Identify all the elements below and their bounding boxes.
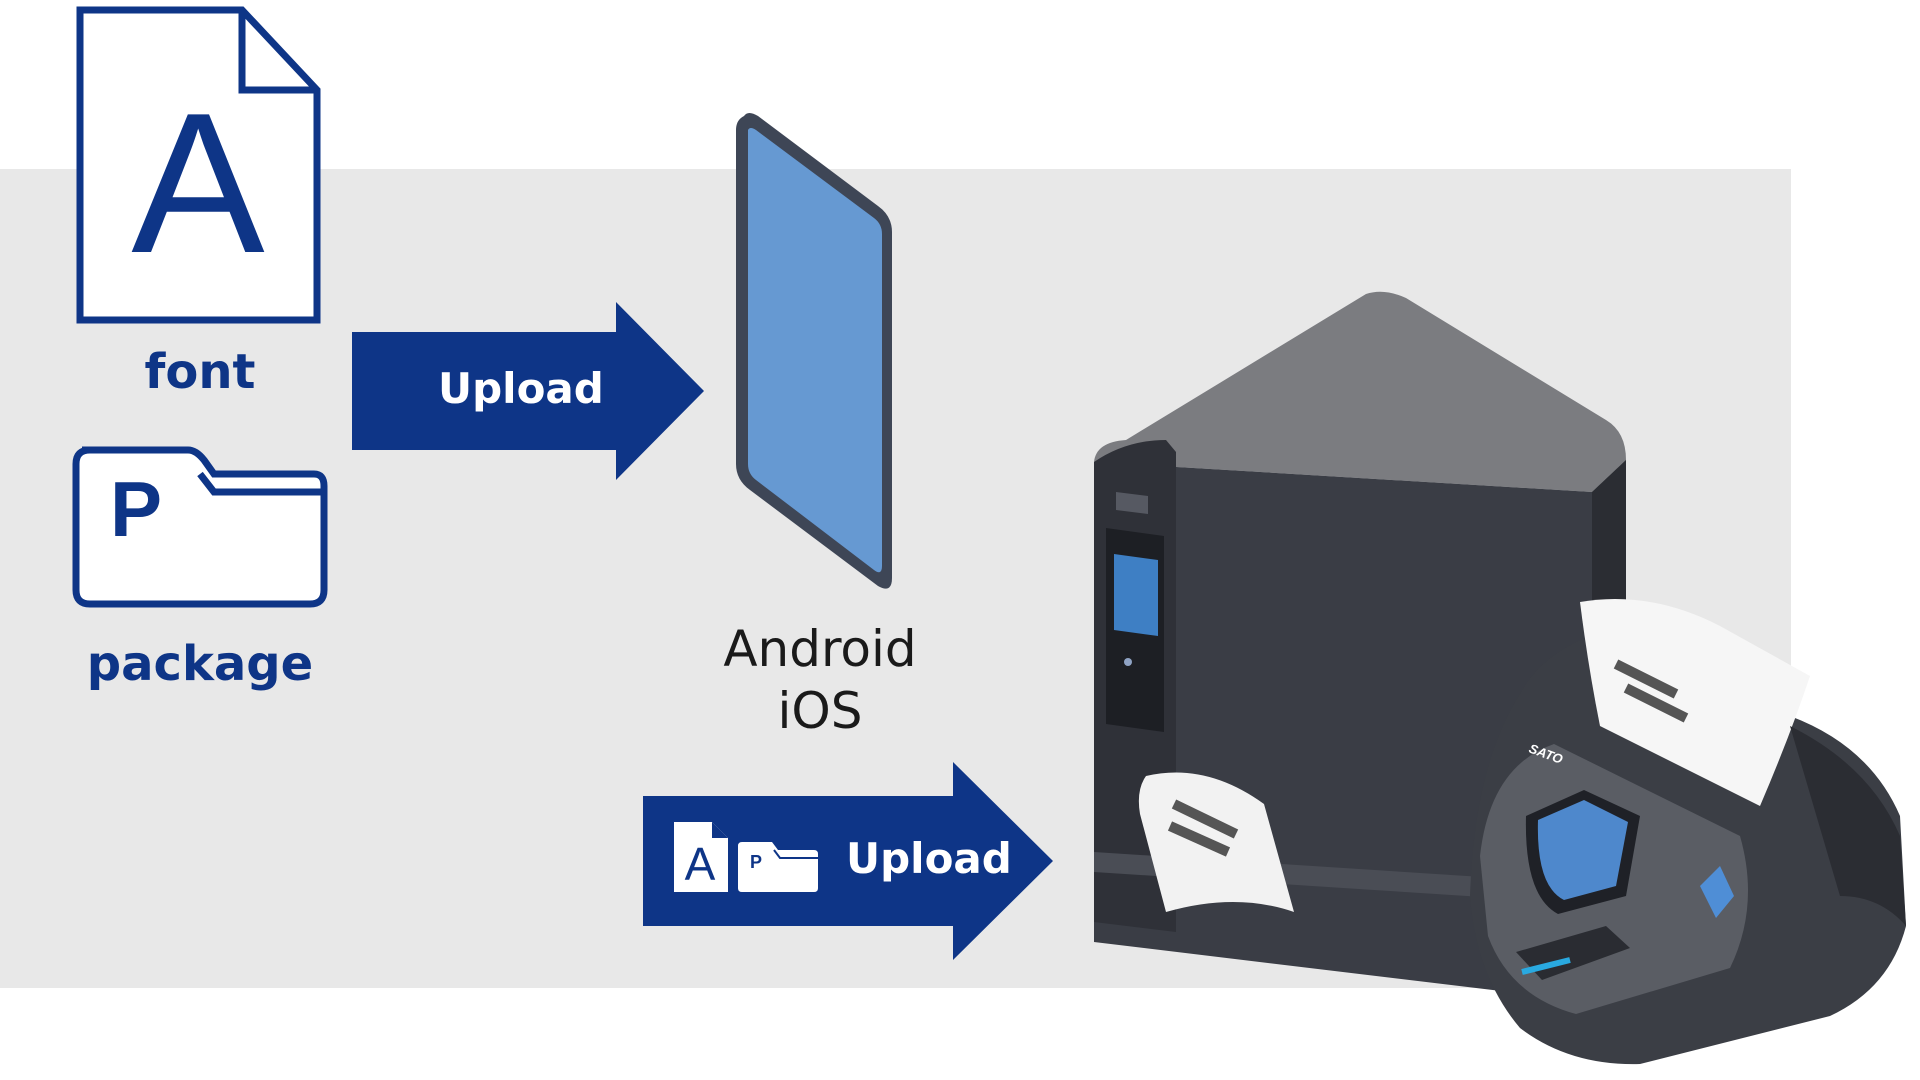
upload-label-device: Upload <box>438 364 604 413</box>
package-label: package <box>86 636 314 692</box>
portable-printer-illustration: SATO <box>1430 596 1920 1068</box>
os-label-android: Android <box>723 620 917 678</box>
package-folder-icon: P <box>72 446 328 608</box>
mini-font-glyph: A <box>685 838 716 890</box>
upload-label-printer: Upload <box>846 834 1012 883</box>
package-glyph: P <box>110 465 162 553</box>
upload-arrow-to-printer <box>643 762 1053 960</box>
mobile-device <box>728 108 894 596</box>
mini-package-glyph: P <box>750 852 762 872</box>
font-label: font <box>144 344 256 400</box>
mini-font-icon: A <box>674 822 728 892</box>
mini-package-icon: P <box>738 842 818 892</box>
font-glyph: A <box>131 72 265 295</box>
upload-arrow-to-device <box>352 302 704 480</box>
font-file-icon: A <box>76 6 321 324</box>
os-label-ios: iOS <box>777 682 863 740</box>
